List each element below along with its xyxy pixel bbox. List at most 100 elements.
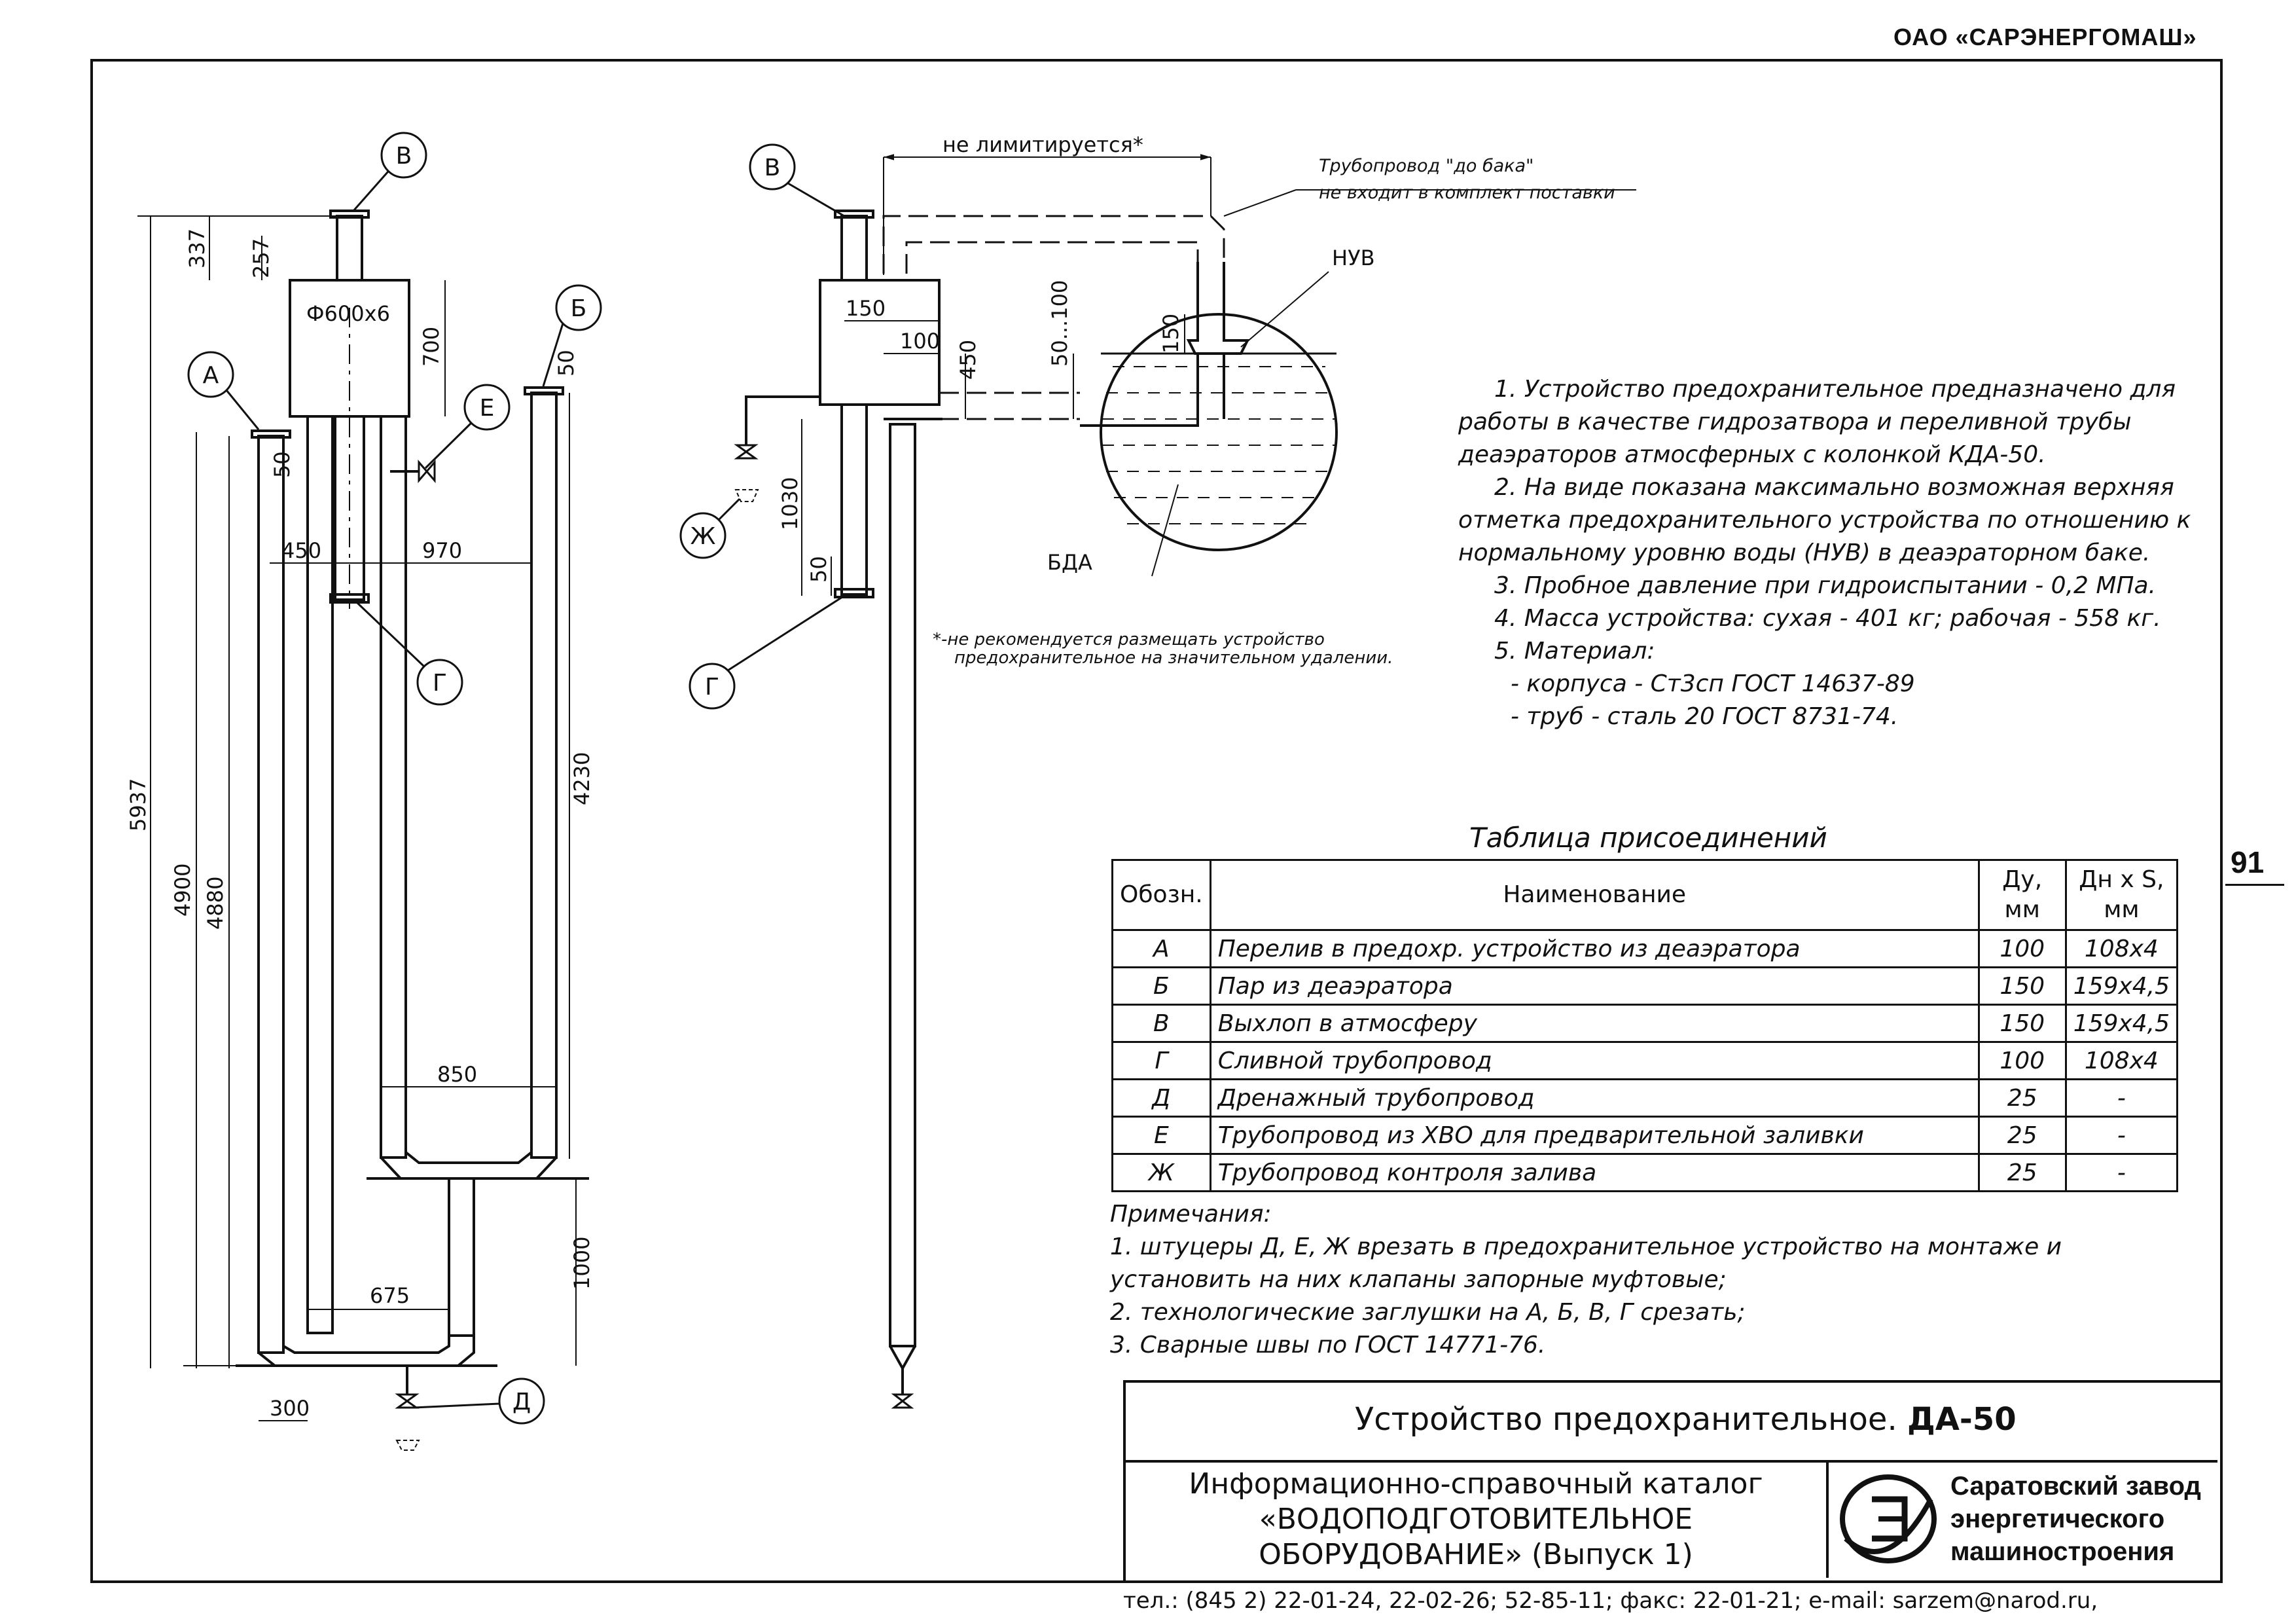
svg-text:не входит в комплект поставки: не входит в комплект поставки [1319,183,1615,203]
svg-text:100: 100 [900,329,940,354]
table-cell: 159х4,5 [2064,966,2179,1006]
callout-g-left: Г [433,670,447,697]
drawing-frame [90,59,2223,1583]
table-cell: 100 [1977,1041,2067,1080]
note-line: 1. Устройство предохранительное предназн… [1494,376,2176,403]
remarks-block: Примечания: 1. штуцеры Д, Е, Ж врезать в… [1110,1198,2131,1362]
svg-text:4900: 4900 [170,864,195,917]
drawing-title-code: ДА-50 [1907,1401,2017,1438]
table-cell: А [1111,929,1211,968]
note-line: 3. Пробное давление при гидроиспытании -… [1494,572,2156,599]
right-dimension-labels: не лимитируется* Трубопровод "до бака" н… [778,132,1615,668]
table-cell: Выхлоп в атмосферу [1209,1004,1980,1043]
page-number: 91 [2231,845,2265,879]
svg-text:предохранительное на значитель: предохранительное на значительном удален… [954,648,1393,668]
svg-text:НУВ: НУВ [1332,246,1375,270]
note-line: 4. Масса устройства: сухая - 401 кг; раб… [1494,605,2161,632]
svg-text:1000: 1000 [569,1237,594,1290]
table-header: Дн х S, мм [2064,859,2179,931]
table-cell: Г [1111,1041,1211,1080]
catalog-name: Информационно-справочный каталог «ВОДОПО… [1189,1467,1763,1571]
remark-line: 2. технологические заглушки на А, Б, В, … [1110,1299,1746,1326]
svg-text:337: 337 [185,228,209,268]
callout-circles [187,132,845,1425]
page-number-underline [2225,884,2284,886]
table-cell: 150 [1977,1004,2067,1043]
table-cell: 108х4 [2064,1041,2179,1080]
callout-b-left: Б [571,295,587,322]
table-cell: Б [1111,966,1211,1006]
title-block [1123,1380,2220,1580]
svg-text:не лимитируется*: не лимитируется* [942,132,1143,157]
svg-text:450: 450 [281,538,321,563]
note-line: - корпуса - Ст3сп ГОСТ 14637-89 [1511,670,1915,697]
notes-block: 1. Устройство предохранительное предназн… [1458,373,2191,733]
table-cell: 100 [1977,929,2067,968]
table-cell: 25 [1977,1153,2067,1192]
table-header: Наименование [1209,859,1980,931]
title-block-divider [1123,1460,2217,1463]
callout-e-left: Е [480,395,495,422]
svg-text:970: 970 [422,538,462,563]
callout-d-left: Д [512,1389,531,1415]
svg-text:4230: 4230 [569,752,594,805]
table-cell: Дренажный трубопровод [1209,1078,1980,1118]
svg-text:450: 450 [956,340,980,380]
table-cell: В [1111,1004,1211,1043]
contact-footer: тел.: (845 2) 22-01-24, 22-02-26; 52-85-… [1123,1588,2098,1614]
right-view [734,154,1636,1409]
note-line: - труб - сталь 20 ГОСТ 8731-74. [1511,703,1899,730]
table-cell: Ж [1111,1153,1211,1192]
drawing-title: Устройство предохранительное. ДА-50 [1355,1401,2017,1438]
svg-text:Трубопровод "до бака": Трубопровод "до бака" [1319,156,1534,176]
company-logo-icon [1840,1474,1937,1563]
table-cell: - [2064,1078,2179,1118]
callout-a-left: А [203,362,219,389]
svg-text:50: 50 [806,556,831,583]
remark-line: 3. Сварные швы по ГОСТ 14771-76. [1110,1332,1546,1359]
title-block-vdivider [1826,1460,1829,1578]
table-cell: 25 [1977,1078,2067,1118]
svg-text:700: 700 [419,327,444,367]
svg-text:50...100: 50...100 [1047,280,1072,367]
remark-line: 1. штуцеры Д, Е, Ж врезать в предохранит… [1110,1233,2062,1260]
table-cell: Перелив в предохр. устройство из деаэрат… [1209,929,1980,968]
note-line: 5. Материал: [1494,638,1655,665]
note-line: работы в качестве гидрозатвора и перелив… [1458,409,2132,435]
organization-name: Саратовский завод энергетического машино… [1950,1472,2201,1566]
table-cell: Трубопровод из ХВО для предварительной з… [1209,1116,1980,1155]
svg-text:257: 257 [249,238,274,278]
table-cell: Пар из деаэратора [1209,966,1980,1006]
svg-text:5937: 5937 [126,778,151,831]
table-cell: 108х4 [2064,929,2179,968]
callout-zh-right: Ж [691,523,716,550]
svg-text:4880: 4880 [203,877,228,930]
table-cell: - [2064,1153,2179,1192]
remark-line: Примечания: [1110,1201,1272,1228]
table-cell: 159х4,5 [2064,1004,2179,1043]
remark-line: установить на них клапаны запорные муфто… [1110,1266,1727,1293]
svg-text:850: 850 [437,1062,477,1087]
note-line: 2. На виде показана максимально возможна… [1494,474,2174,501]
callout-v-left: В [396,143,412,170]
table-cell: 150 [1977,966,2067,1006]
svg-text:50: 50 [554,350,579,376]
table-header: Ду, мм [1977,859,2067,931]
svg-text:675: 675 [370,1283,410,1308]
table-cell: - [2064,1116,2179,1155]
svg-text:*-не рекомендуется размещать у: *-не рекомендуется размещать устройство [933,630,1325,649]
table-cell: Трубопровод контроля залива [1209,1153,1980,1192]
note-line: нормальному уровню воды (НУВ) в деаэрато… [1458,539,2151,566]
company-header: ОАО «САРЭНЕРГОМАШ» [1893,24,2197,50]
drawing-title-plain: Устройство предохранительное. [1355,1401,1897,1438]
table-cell: Д [1111,1078,1211,1118]
note-line: отметка предохранительного устройства по… [1458,507,2191,534]
svg-text:50: 50 [270,451,295,478]
